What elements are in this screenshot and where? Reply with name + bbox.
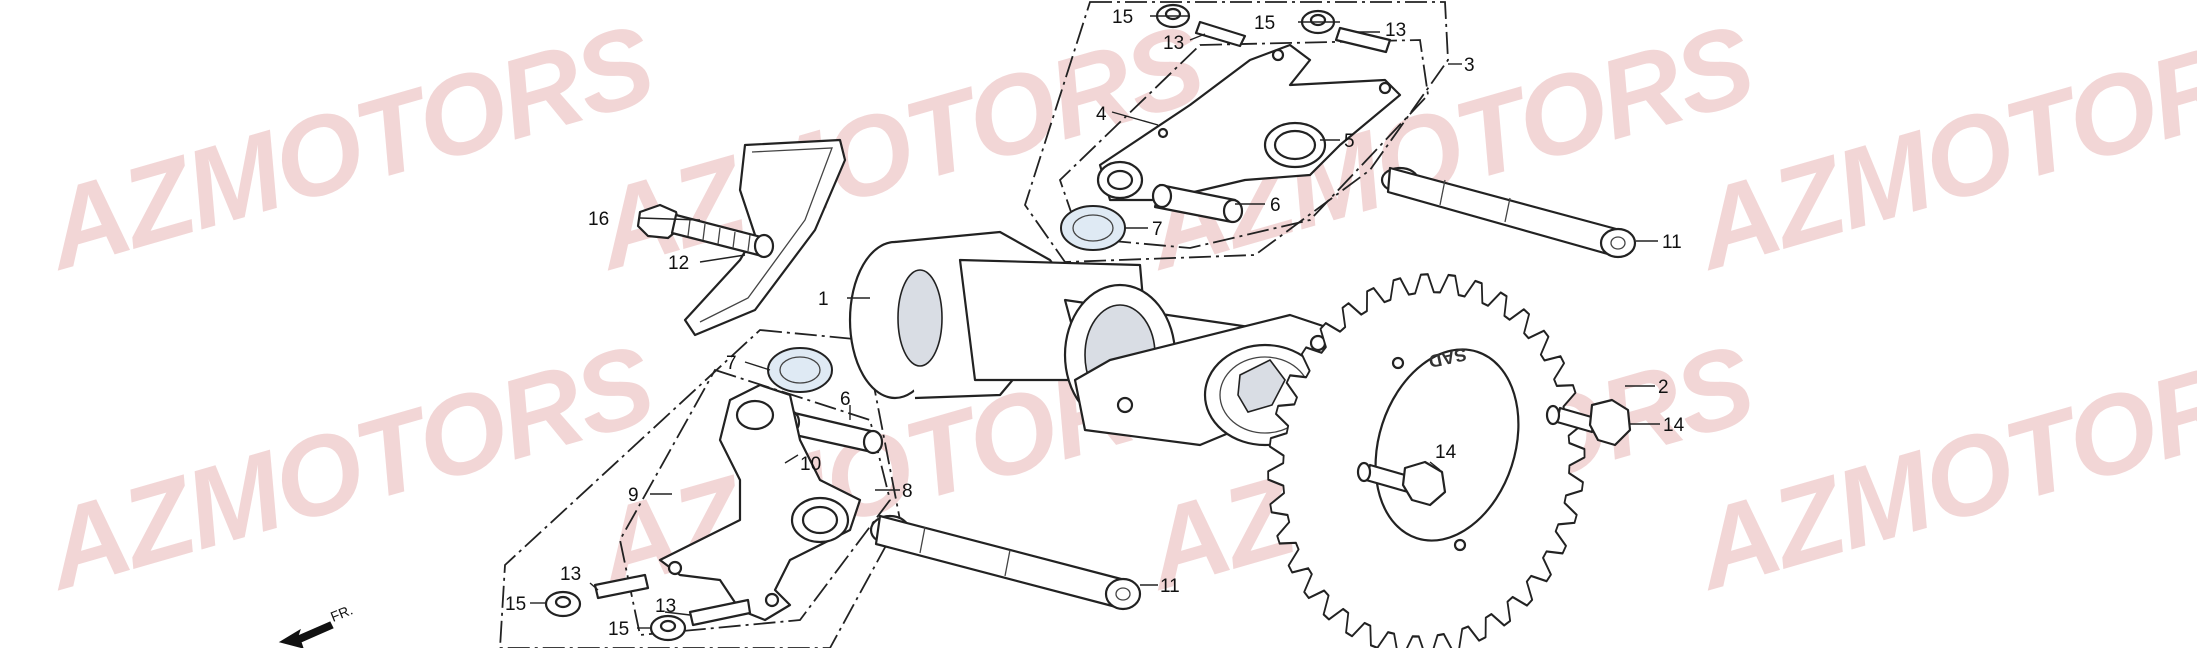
callout-7-upper: 7 (1152, 219, 1163, 240)
callout-6-lower: 6 (840, 389, 851, 410)
callout-14-right: 14 (1663, 415, 1685, 436)
callout-16: 16 (588, 209, 609, 230)
callout-13-upper-left: 13 (1163, 33, 1184, 54)
callout-14-center: 14 (1435, 442, 1457, 463)
leader-lines (530, 15, 1660, 629)
watermark-text: AZMOTORS (1679, 1, 2197, 294)
callout-10: 10 (800, 454, 821, 475)
camshaft (848, 230, 1337, 447)
front-direction-indicator: FR. (278, 601, 355, 648)
rocker-shaft-upper (1380, 166, 1637, 259)
callout-8: 8 (902, 481, 913, 502)
rocker-shaft-lower (869, 514, 1142, 611)
callout-6-upper: 6 (1270, 195, 1281, 216)
sprocket-bolt-upper (1545, 398, 1632, 447)
callout-13-lower-left: 13 (560, 564, 581, 585)
callout-13-lower-right: 13 (655, 596, 676, 617)
stud-13-upper-left (1194, 20, 1247, 48)
watermark-text: AZMOTORS (29, 1, 666, 294)
callout-15-upper-right: 15 (1254, 13, 1275, 34)
callout-3: 3 (1464, 55, 1475, 76)
callout-4: 4 (1096, 104, 1107, 125)
callout-5: 5 (1344, 131, 1355, 152)
callout-15-upper-left: 15 (1112, 7, 1133, 28)
callout-11-lower: 11 (1160, 576, 1180, 597)
callout-9: 9 (628, 485, 639, 506)
callout-11-upper: 11 (1662, 232, 1682, 253)
callout-1: 1 (818, 289, 829, 310)
stud-13-lower-right (688, 598, 752, 627)
front-direction-label: FR. (328, 601, 355, 624)
shaft-pin-upper (1151, 183, 1244, 224)
callout-7-lower: 7 (726, 353, 737, 374)
assembly-box-upper (1024, 1, 1449, 263)
nut-15-lower-right (649, 614, 687, 642)
sprocket-bolt-lower (1356, 460, 1447, 507)
stud-13-upper-right (1334, 26, 1392, 54)
callout-13-upper-right: 13 (1385, 20, 1406, 41)
bolt-16 (636, 203, 775, 259)
rocker-arm-upper (1096, 43, 1402, 202)
stud-13-lower-left (593, 573, 650, 600)
callout-15-lower-left: 15 (505, 594, 526, 615)
callout-15-lower-right: 15 (608, 619, 629, 640)
callout-12: 12 (668, 253, 689, 274)
bushing-lower (767, 347, 833, 393)
front-arrow-icon (278, 621, 334, 648)
assembly-box-upper-inner (1058, 39, 1429, 249)
callout-2: 2 (1658, 377, 1669, 398)
watermark-text: AZMOTORS (1679, 321, 2197, 614)
nut-15-lower-left (544, 590, 582, 618)
assembly-box-lower-inner (619, 368, 891, 636)
callout-labels: 1 2 3 4 5 6 6 7 7 8 9 10 11 11 12 13 13 … (505, 7, 1685, 640)
rocker-arm-lower (658, 383, 862, 622)
bushing-upper (1060, 205, 1126, 251)
